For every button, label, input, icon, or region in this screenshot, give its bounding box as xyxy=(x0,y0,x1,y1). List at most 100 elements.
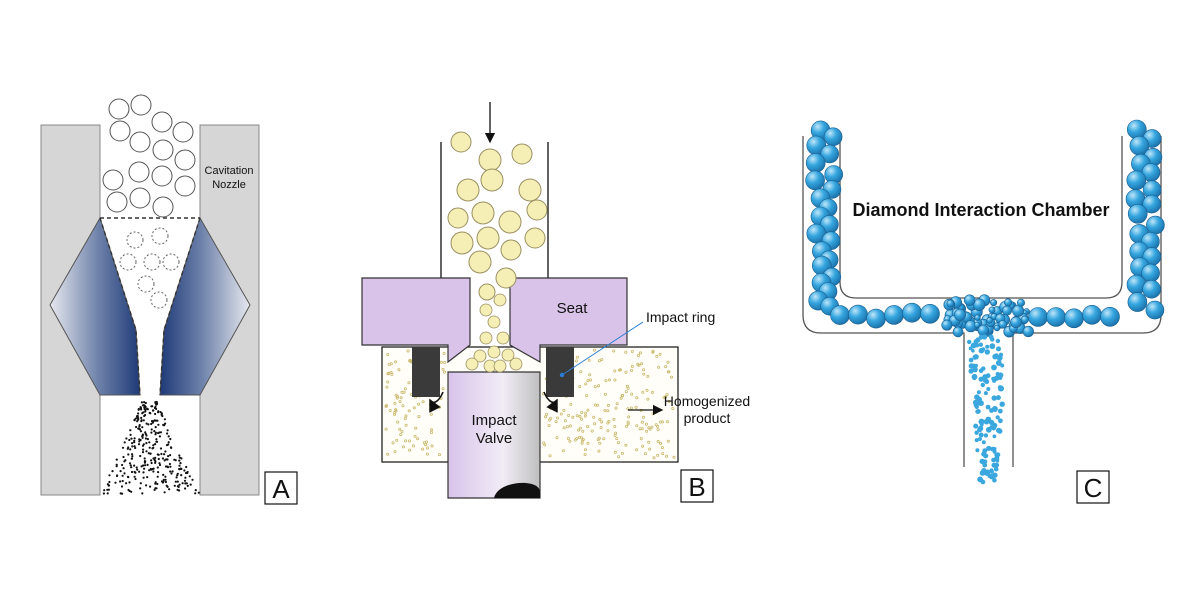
bead xyxy=(920,303,940,324)
droplet xyxy=(447,207,469,229)
speckle xyxy=(544,415,548,419)
dispersed-particles xyxy=(102,400,200,495)
particle xyxy=(129,464,132,467)
stream-particle xyxy=(991,406,998,412)
speckle xyxy=(597,384,601,388)
stream-particle xyxy=(975,448,980,453)
particle xyxy=(162,473,165,476)
speckle xyxy=(414,426,418,430)
speckle xyxy=(592,415,596,419)
speckle xyxy=(607,419,611,423)
particle xyxy=(147,452,150,455)
speckle xyxy=(617,441,621,445)
speckle xyxy=(587,358,591,362)
speckle xyxy=(645,429,649,433)
speckle xyxy=(614,406,618,410)
particle xyxy=(138,440,141,443)
particle xyxy=(134,477,137,481)
particle xyxy=(153,458,156,462)
stream-particle xyxy=(994,452,999,457)
particle xyxy=(128,481,131,484)
speckle xyxy=(545,412,549,416)
small-droplet xyxy=(487,345,501,359)
stream-particle xyxy=(991,364,997,371)
panel-c-letter-box xyxy=(1076,470,1110,504)
bead xyxy=(972,298,986,311)
particle xyxy=(191,478,194,481)
panel-c: Diamond Interaction Chamber C xyxy=(802,119,1165,504)
stream-particle xyxy=(978,376,984,382)
speckle xyxy=(411,444,415,448)
particle xyxy=(158,431,161,434)
speckle xyxy=(626,407,630,411)
particle xyxy=(158,435,161,438)
speckle xyxy=(417,415,421,419)
particle xyxy=(146,438,149,441)
collapsing-bubble xyxy=(137,275,155,293)
stream-particle xyxy=(977,427,983,433)
particle xyxy=(155,438,158,441)
speckle xyxy=(430,444,434,448)
stream-particle xyxy=(978,342,983,347)
particle xyxy=(154,443,157,446)
particle xyxy=(139,407,142,410)
speckle xyxy=(621,393,625,397)
particle xyxy=(178,459,181,462)
speckle xyxy=(581,437,585,441)
particle xyxy=(130,437,133,440)
stream-particle xyxy=(998,385,1004,392)
speckle xyxy=(575,355,579,359)
speckle xyxy=(607,378,611,382)
particle xyxy=(176,488,179,491)
particle xyxy=(120,485,124,488)
chamber-label: Diamond Interaction Chamber xyxy=(852,200,1109,220)
particle xyxy=(115,458,118,461)
particle xyxy=(130,466,133,469)
speckle xyxy=(404,414,408,418)
speckle xyxy=(665,392,669,396)
panel-a-letter-box xyxy=(264,471,298,505)
bead xyxy=(1127,292,1148,312)
particle xyxy=(126,475,130,478)
particle xyxy=(185,465,188,469)
speckle xyxy=(615,437,619,441)
small-droplet xyxy=(501,348,515,362)
impact-ring-callout-dot xyxy=(559,372,565,378)
bubble xyxy=(129,131,151,153)
speckle xyxy=(661,452,665,456)
speckle xyxy=(542,441,546,445)
particle xyxy=(163,424,166,427)
particle xyxy=(136,468,139,471)
speckle xyxy=(399,396,403,400)
small-droplet xyxy=(509,357,523,371)
speckle xyxy=(408,448,412,452)
particle xyxy=(169,454,172,457)
speckle xyxy=(598,441,602,445)
particle xyxy=(131,445,134,448)
impact-ring-right xyxy=(546,347,574,397)
speckle xyxy=(583,414,587,418)
speckle xyxy=(635,448,639,452)
particle xyxy=(136,420,139,423)
particle xyxy=(150,422,153,426)
speckle xyxy=(395,396,399,400)
speckle xyxy=(642,415,646,419)
particle xyxy=(139,487,142,490)
speckle xyxy=(403,387,407,391)
particle xyxy=(144,405,147,408)
bead xyxy=(805,153,826,173)
particle xyxy=(183,479,187,482)
speckle xyxy=(403,417,407,421)
droplet xyxy=(498,210,522,234)
particle xyxy=(133,470,136,473)
speckle xyxy=(393,401,397,405)
particle xyxy=(137,443,141,446)
speckle xyxy=(407,381,411,385)
speckle xyxy=(661,420,665,424)
speckle xyxy=(555,436,559,440)
particle xyxy=(140,465,143,468)
particle xyxy=(173,484,176,487)
particle xyxy=(115,474,119,478)
impact-ring-callout xyxy=(561,321,644,376)
particle xyxy=(134,446,137,450)
